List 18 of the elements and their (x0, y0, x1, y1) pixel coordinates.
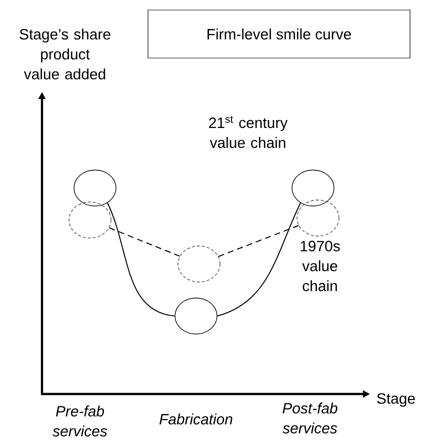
curve-label: 21$^{st}$ century value chain (209, 116, 288, 148)
smile-curve (107, 202, 176, 316)
value-ellipse (74, 170, 116, 206)
value-ellipse (68, 202, 112, 238)
value-ellipse (178, 246, 220, 282)
dashed-curve (218, 225, 300, 257)
axis-label: Stage’s share product value added (20, 28, 110, 80)
value-ellipse (292, 170, 334, 206)
category-label: Fabrication (160, 414, 232, 424)
category-label: Post-fab services (282, 402, 338, 434)
title-box: Firm-level smile curve (148, 10, 410, 58)
axis-label: Stage (377, 393, 415, 407)
smile-curve (216, 202, 301, 316)
dashed-curve (108, 227, 180, 257)
curve-label: 1970s value chain (300, 240, 340, 292)
value-ellipse (174, 298, 218, 334)
value-ellipse (296, 200, 340, 236)
category-label: Pre-fab services (52, 406, 108, 436)
